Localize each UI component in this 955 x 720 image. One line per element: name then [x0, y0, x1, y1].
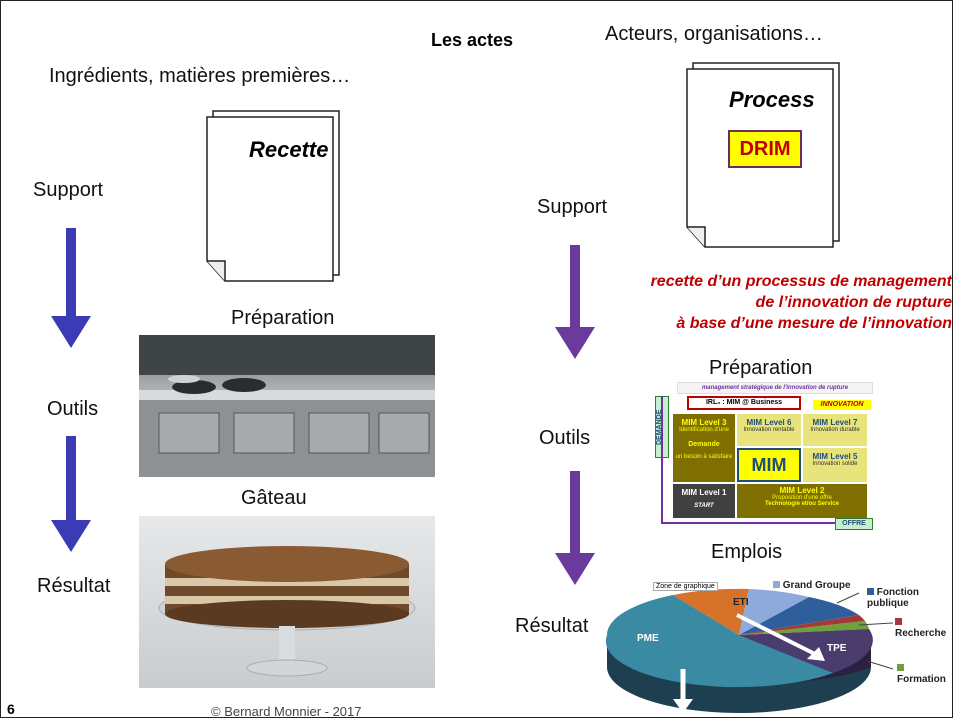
- process-title: Process: [729, 87, 815, 112]
- mim-level2-cell: MIM Level 2 Proposition d'une offre Tech…: [737, 484, 867, 518]
- mim-irl: IRL₀ : MIM @ Business: [687, 396, 801, 410]
- mim-diagram: management stratégique de l'innovation d…: [653, 380, 875, 530]
- mim-innovation: INNOVATION: [813, 400, 871, 410]
- pie-label-pme: PME: [637, 633, 659, 644]
- right-acteurs-label: Acteurs, organisations…: [605, 23, 823, 45]
- kitchen-photo: [139, 335, 435, 477]
- legend-swatch: [773, 581, 780, 588]
- legend-swatch: [895, 618, 902, 625]
- red-line-2: de l’innovation de rupture: [755, 294, 952, 311]
- mim-level2: MIM Level 2: [779, 486, 825, 495]
- pie-legend-formation: Formation: [897, 663, 952, 685]
- mim-level5-sub: Innovation solide: [812, 461, 858, 467]
- right-support-label: Support: [537, 196, 608, 218]
- left-outils-label: Outils: [47, 398, 99, 420]
- mim-level2-sub: Proposition d'une offre: [772, 495, 832, 501]
- left-arrow-down-2: [51, 436, 91, 552]
- legend-label: Fonction publique: [867, 587, 919, 609]
- pie-label-eti: ETI: [733, 597, 749, 608]
- right-outils-label: Outils: [539, 427, 591, 449]
- mim-level1: MIM Level 1: [681, 488, 727, 497]
- mim-level7-sub: Innovation durable: [810, 427, 860, 433]
- mim-x-axis-line: [661, 522, 841, 524]
- mim-level2-sub2: Technologie et/ou Service: [765, 501, 839, 507]
- drim-badge: DRIM: [728, 130, 802, 168]
- mim-level7-cell: MIM Level 7 Innovation durable: [803, 414, 867, 446]
- right-resultat-label: Résultat: [515, 615, 589, 637]
- page-number: 6: [7, 701, 15, 717]
- mim-level1-cell: MIM Level 1 START: [673, 484, 735, 518]
- pie-legend-fonction-publique: Fonction publique: [867, 587, 937, 609]
- mim-level3: MIM Level 3: [681, 418, 727, 427]
- legend-label: Recherche: [895, 628, 947, 639]
- legend-label: Formation: [897, 674, 946, 685]
- recipe-document-icon: [206, 110, 340, 282]
- legend-swatch: [867, 588, 874, 595]
- mim-offre-axis: OFFRE: [835, 518, 873, 530]
- mim-level5: MIM Level 5: [812, 452, 858, 461]
- mim-level6: MIM Level 6: [746, 418, 792, 427]
- mim-start: START: [694, 503, 714, 509]
- mim-level5-cell: MIM Level 5 Innovation solide: [803, 448, 867, 482]
- legend-label: Grand Groupe: [782, 580, 851, 591]
- slide-title: Les actes: [431, 30, 514, 50]
- mim-level6-cell: MIM Level 6 Innovation rentable: [737, 414, 801, 446]
- right-arrow-down-1: [555, 245, 595, 359]
- pie-legend-recherche: Recherche: [895, 617, 952, 639]
- mim-center: MIM: [737, 448, 801, 482]
- red-line-1: recette d’un processus de management: [650, 273, 952, 290]
- mim-y-axis-line: [661, 396, 663, 522]
- right-preparation-label: Préparation: [709, 357, 813, 379]
- left-arrow-down-1: [51, 228, 91, 348]
- recipe-title: Recette: [249, 137, 329, 162]
- legend-swatch: [897, 664, 904, 671]
- mim-demande: Demande: [688, 441, 720, 448]
- pie-label-tpe: TPE: [827, 643, 847, 654]
- pie-zone-label: Zone de graphique: [653, 582, 718, 591]
- left-resultat-label: Résultat: [37, 575, 111, 597]
- mim-level6-sub: Innovation rentable: [743, 427, 795, 433]
- cake-photo: [139, 516, 435, 688]
- employment-pie-chart: [605, 588, 894, 713]
- left-gateau-label: Gâteau: [241, 487, 307, 509]
- mim-top-banner: management stratégique de l'innovation d…: [677, 382, 873, 394]
- mim-level3-cell: MIM Level 3 Identification d'une Demande…: [673, 414, 735, 482]
- copyright: © Bernard Monnier - 2017: [211, 704, 362, 718]
- right-arrow-down-2: [555, 471, 595, 585]
- mim-level3-sub: Identification d'une: [679, 427, 729, 433]
- left-ingredients-label: Ingrédients, matières premières…: [49, 65, 351, 87]
- red-line-3: à base d’une mesure de l’innovation: [676, 315, 952, 332]
- mim-level7: MIM Level 7: [812, 418, 858, 427]
- pie-legend-grand-groupe: Grand Groupe: [773, 580, 851, 591]
- red-description: recette d’un processus de management de …: [651, 271, 952, 334]
- left-preparation-label: Préparation: [231, 307, 335, 329]
- mim-besoin: un besoin à satisfaire: [675, 454, 733, 460]
- right-emplois-label: Emplois: [711, 541, 783, 563]
- left-support-label: Support: [33, 179, 104, 201]
